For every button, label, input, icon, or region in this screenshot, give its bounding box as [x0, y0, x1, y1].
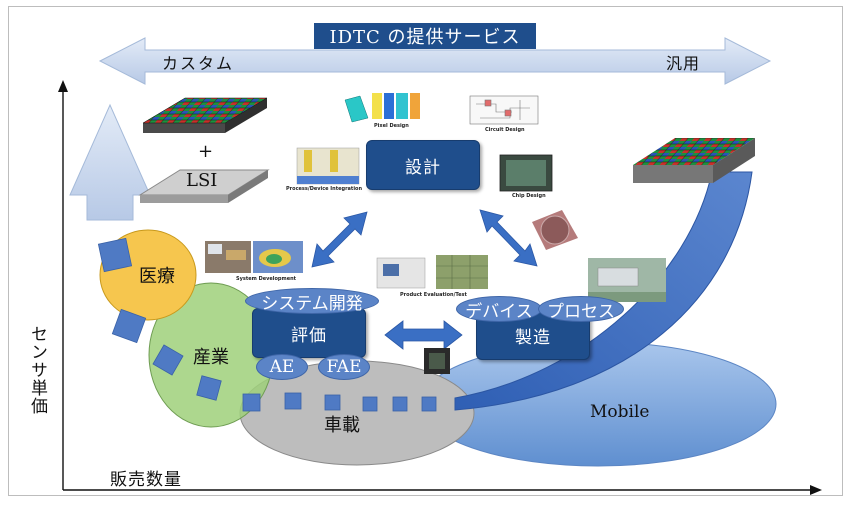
range-left-label: カスタム [162, 54, 235, 73]
device-pill: デバイス [456, 296, 542, 322]
fae-pill: FAE [318, 354, 370, 380]
chip-design-caption: Chip Design [512, 193, 546, 199]
lsi-chip [138, 169, 270, 203]
trend-square [111, 308, 147, 344]
automotive-label: 車載 [324, 415, 360, 436]
product-eval-caption: Product Evaluation/Test [400, 292, 467, 298]
figure-frame [8, 6, 843, 496]
pixel-design-image [344, 93, 420, 123]
circuit-design-caption: Circuit Design [485, 127, 525, 133]
sensor-chip-left [142, 97, 268, 133]
circuit-design-image [469, 95, 539, 125]
design-evaluation-arrow [311, 211, 368, 268]
chip-design-image [499, 154, 553, 192]
trend-square [97, 237, 133, 273]
design-manufacturing-arrow [479, 209, 538, 267]
range-double-arrow [98, 37, 772, 85]
x-axis-arrowhead [810, 485, 822, 495]
trend-square [392, 396, 408, 412]
range-right-label: 汎用 [666, 54, 701, 73]
system-development-pill: システム開発 [245, 288, 379, 314]
process-device-image [296, 147, 360, 185]
fab-building-image [588, 258, 666, 302]
system-development-caption: System Development [236, 276, 297, 282]
mobile-label: Mobile [590, 402, 650, 422]
sensor-module-image [424, 348, 450, 374]
up-arrow [69, 103, 151, 221]
trend-square [152, 344, 184, 376]
header-title: IDTC の提供サービス [314, 23, 536, 49]
wafer-image [532, 210, 578, 250]
lsi-label: LSI [186, 170, 218, 191]
design-node: 設計 [366, 140, 480, 190]
trend-squares [97, 237, 437, 412]
evaluation-manufacturing-arrow [384, 320, 463, 350]
sensor-chip-right [633, 138, 755, 183]
pixel-grid-left [142, 97, 268, 124]
trend-square [324, 394, 341, 411]
trend-square [421, 396, 437, 412]
product-eval-image [376, 255, 488, 289]
y-axis-arrowhead [58, 80, 68, 92]
evaluation-node: 評価 [252, 308, 366, 358]
x-axis-label: 販売数量 [110, 470, 182, 490]
industrial-label: 産業 [193, 347, 229, 368]
trend-square [196, 375, 222, 401]
trend-square [362, 396, 378, 412]
pixel-design-caption: Pixel Design [374, 123, 409, 129]
ae-pill: AE [256, 354, 308, 380]
medical-label: 医療 [139, 266, 175, 287]
process-pill: プロセス [538, 296, 624, 322]
system-development-image [205, 241, 303, 273]
trend-square [242, 393, 261, 412]
process-device-caption: Process/Device Integration [286, 186, 363, 192]
y-axis-label: センサ単価 [27, 325, 47, 415]
plus-sign: + [198, 141, 214, 162]
trend-square [284, 392, 302, 410]
